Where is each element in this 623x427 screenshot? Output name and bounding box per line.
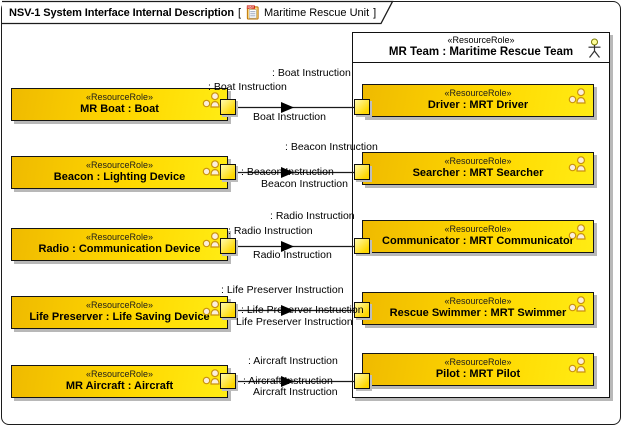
role-icon	[202, 160, 222, 176]
port-pilot[interactable]	[354, 373, 370, 389]
diagram-title: NSV-1 System Interface Internal Descript…	[9, 4, 376, 21]
title-bracket-close: ]	[373, 6, 377, 19]
node-name: Communicator : MRT Communicator	[382, 235, 574, 247]
node-radio[interactable]: «ResourceRole» Radio : Communication Dev…	[11, 228, 228, 261]
stereotype-label: «ResourceRole»	[444, 296, 512, 306]
stereotype-label: «ResourceRole»	[444, 357, 512, 367]
node-mr-aircraft[interactable]: «ResourceRole» MR Aircraft : Aircraft	[11, 365, 228, 398]
stereotype-label: «ResourceRole»	[444, 224, 512, 234]
connector-label[interactable]: : Radio Instruction	[270, 210, 355, 222]
node-searcher[interactable]: «ResourceRole» Searcher : MRT Searcher	[362, 152, 594, 185]
mr-team-header: «ResourceRole» MR Team : Maritime Rescue…	[353, 35, 609, 63]
node-name: Beacon : Lighting Device	[53, 171, 186, 183]
node-communicator[interactable]: «ResourceRole» Communicator : MRT Commun…	[362, 220, 594, 253]
port-searcher[interactable]	[354, 164, 370, 180]
port-radio[interactable]	[220, 238, 236, 254]
connector-label[interactable]: Radio Instruction	[253, 249, 332, 261]
stereotype-label: «ResourceRole»	[444, 88, 512, 98]
port-life-preserver[interactable]	[220, 302, 236, 318]
stereotype-label: «ResourceRole»	[85, 232, 154, 242]
node-name: Life Preserver : Life Saving Device	[29, 311, 210, 323]
diagram-title-text: NSV-1 System Interface Internal Descript…	[9, 6, 234, 19]
node-mr-boat[interactable]: «ResourceRole» MR Boat : Boat	[11, 88, 228, 121]
node-name: Searcher : MRT Searcher	[412, 167, 544, 179]
nsv-diagram-icon	[245, 5, 260, 20]
port-mr-aircraft[interactable]	[220, 373, 236, 389]
connector-label[interactable]: : Life Preserver Instruction	[241, 304, 364, 316]
connector-label[interactable]: Life Preserver Instruction	[236, 316, 353, 328]
mr-team-stereotype: «ResourceRole»	[447, 35, 515, 45]
connector-label[interactable]: Aircraft Instruction	[253, 386, 338, 398]
node-rescue-swimmer[interactable]: «ResourceRole» Rescue Swimmer : MRT Swim…	[362, 292, 594, 325]
port-beacon[interactable]	[220, 164, 236, 180]
node-name: Driver : MRT Driver	[427, 99, 529, 111]
connector-label[interactable]: : Radio Instruction	[228, 225, 313, 237]
role-icon	[568, 224, 588, 240]
role-icon	[202, 92, 222, 108]
role-icon	[202, 300, 222, 316]
node-name: Pilot : MRT Pilot	[435, 368, 521, 380]
mr-team-name: MR Team : Maritime Rescue Team	[388, 46, 574, 58]
actor-icon	[587, 38, 602, 59]
connector-label[interactable]: : Beacon Instruction	[241, 166, 334, 178]
port-communicator[interactable]	[354, 238, 370, 254]
role-icon	[202, 232, 222, 248]
role-icon	[568, 357, 588, 373]
port-rescue-swimmer[interactable]	[354, 302, 370, 318]
diagram-tab-label: Maritime Rescue Unit	[264, 6, 370, 19]
connector-label[interactable]: : Boat Instruction	[272, 67, 351, 79]
role-icon	[568, 88, 588, 104]
node-name: Rescue Swimmer : MRT Swimmer	[389, 307, 567, 319]
node-name: MR Aircraft : Aircraft	[65, 380, 174, 392]
node-beacon[interactable]: «ResourceRole» Beacon : Lighting Device	[11, 156, 228, 189]
stereotype-label: «ResourceRole»	[85, 160, 154, 170]
node-name: MR Boat : Boat	[80, 103, 159, 115]
node-pilot[interactable]: «ResourceRole» Pilot : MRT Pilot	[362, 353, 594, 386]
title-bracket-open: [	[237, 6, 242, 19]
role-icon	[202, 369, 222, 385]
stereotype-label: «ResourceRole»	[85, 369, 154, 379]
port-driver[interactable]	[354, 99, 370, 115]
node-name: Radio : Communication Device	[38, 243, 201, 255]
connector-label[interactable]: Beacon Instruction	[261, 178, 348, 190]
connector-label[interactable]: : Life Preserver Instruction	[221, 284, 344, 296]
connector-label[interactable]: : Boat Instruction	[208, 81, 287, 93]
node-life-preserver[interactable]: «ResourceRole» Life Preserver : Life Sav…	[11, 296, 228, 329]
node-driver[interactable]: «ResourceRole» Driver : MRT Driver	[362, 84, 594, 117]
port-mr-boat[interactable]	[220, 99, 236, 115]
connector-label[interactable]: : Aircraft Instruction	[248, 355, 338, 367]
stereotype-label: «ResourceRole»	[85, 300, 154, 310]
stereotype-label: «ResourceRole»	[444, 156, 512, 166]
connector-label[interactable]: : Beacon Instruction	[285, 141, 378, 153]
role-icon	[568, 296, 588, 312]
stereotype-label: «ResourceRole»	[85, 92, 154, 102]
role-icon	[568, 156, 588, 172]
connector-label[interactable]: Boat Instruction	[253, 111, 326, 123]
